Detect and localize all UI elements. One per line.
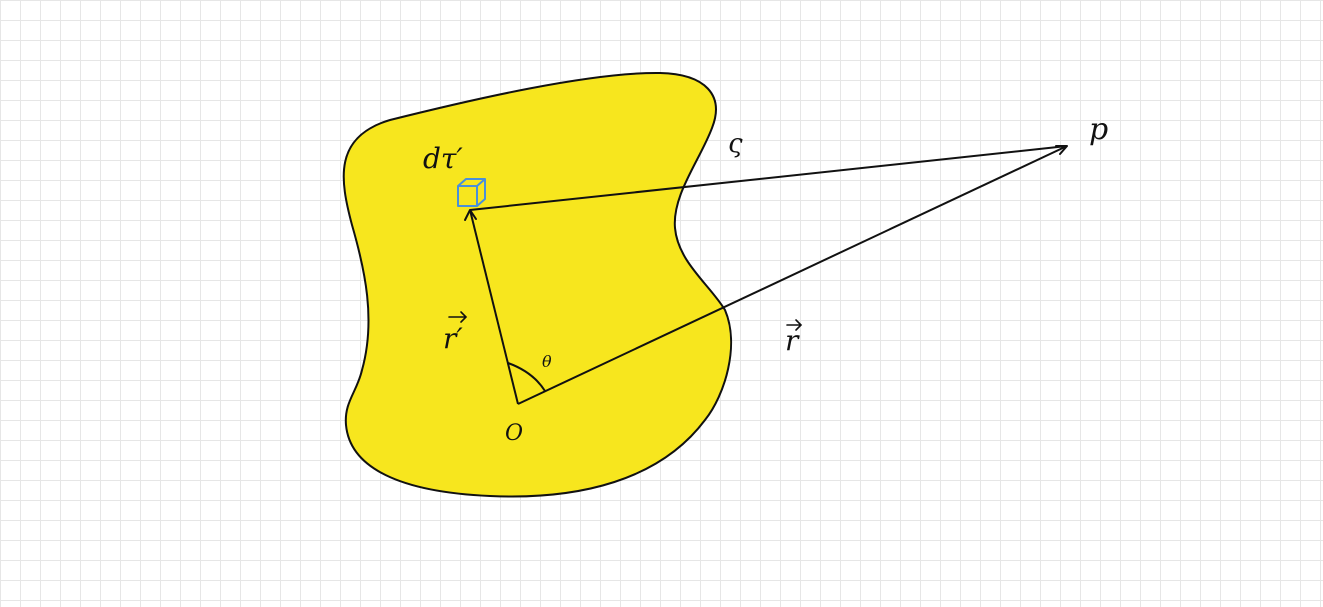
region-blob — [342, 71, 733, 498]
right-arrow-accent — [786, 319, 803, 331]
origin-label: O — [505, 421, 523, 446]
cube-icon — [457, 178, 486, 207]
right-arrow-accent — [448, 311, 468, 323]
point-label: p — [1089, 112, 1108, 147]
source-vector-arrowhead — [464, 209, 477, 221]
angle-label: θ — [542, 352, 552, 371]
field-vector-label: r — [785, 324, 800, 357]
source-vector-label: r′ — [443, 322, 463, 355]
angle-arc — [507, 362, 546, 392]
field-vector-line — [517, 145, 1068, 405]
source-vector-line — [469, 209, 519, 405]
source-vector-label-group: r′ — [443, 311, 468, 355]
region-label: ς — [728, 129, 743, 159]
field-vector-label-group: r — [785, 319, 803, 357]
field-vector-arrowhead — [1055, 145, 1068, 155]
separation-vector-line — [469, 145, 1068, 211]
volume-element-label: dτ′ — [423, 142, 463, 175]
